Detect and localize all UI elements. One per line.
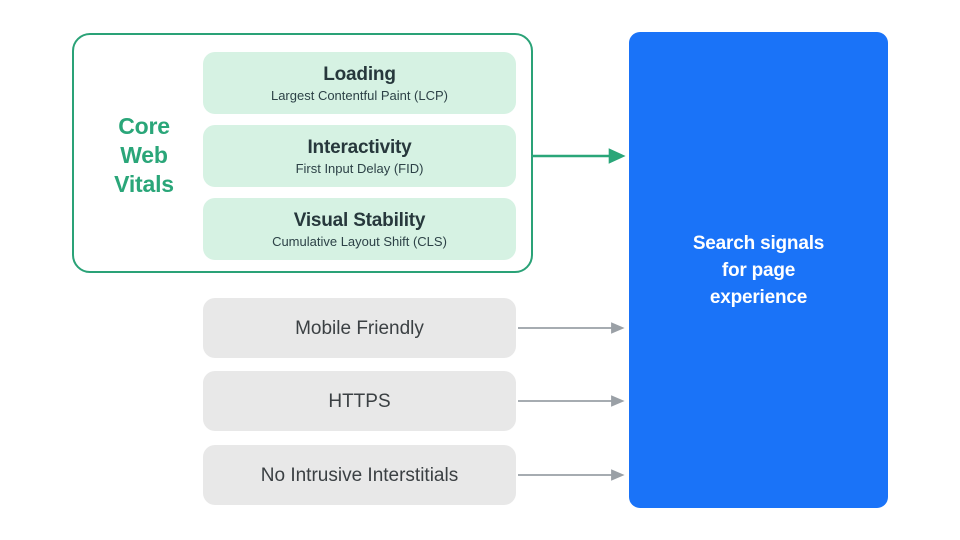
core-web-vitals-label: Core Web Vitals: [114, 113, 174, 197]
no-intrusive-interstitials-pill: No Intrusive Interstitials: [203, 445, 516, 505]
https-label: HTTPS: [328, 390, 391, 412]
mobile-friendly-label: Mobile Friendly: [295, 317, 424, 339]
visual-stability-metric-title: Visual Stability: [293, 209, 426, 231]
loading-metric-title: Loading: [323, 63, 396, 85]
search-signals-box: Search signals for page experience: [629, 32, 888, 508]
interactivity-metric-pill: Interactivity First Input Delay (FID): [203, 125, 516, 187]
interactivity-metric-title: Interactivity: [307, 136, 412, 158]
search-signals-text: Search signals for page experience: [692, 232, 825, 308]
https-pill: HTTPS: [203, 371, 516, 431]
no-intrusive-interstitials-label: No Intrusive Interstitials: [260, 464, 459, 486]
visual-stability-metric-subtitle: Cumulative Layout Shift (CLS): [272, 233, 447, 249]
interactivity-metric-subtitle: First Input Delay (FID): [295, 160, 424, 176]
loading-metric-subtitle: Largest Contentful Paint (LCP): [270, 87, 449, 103]
visual-stability-metric-pill: Visual Stability Cumulative Layout Shift…: [203, 198, 516, 260]
mobile-friendly-pill: Mobile Friendly: [203, 298, 516, 358]
loading-metric-pill: Loading Largest Contentful Paint (LCP): [203, 52, 516, 114]
